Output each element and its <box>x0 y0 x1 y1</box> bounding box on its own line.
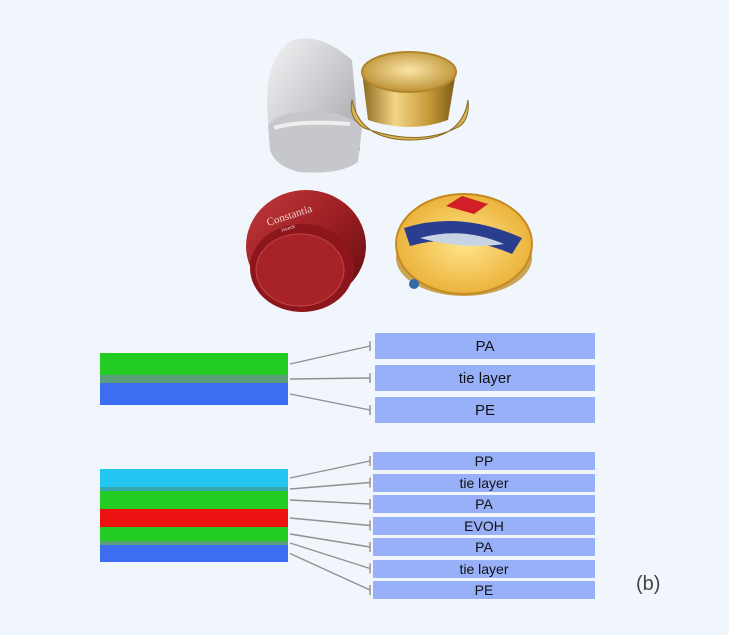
figure-label: (b) <box>636 573 661 595</box>
leader-line <box>289 517 371 527</box>
layer-label: tie layer <box>373 473 595 492</box>
leader-line <box>289 533 371 548</box>
seven-layer-film <box>100 456 371 595</box>
layer-tie-layer <box>100 375 288 383</box>
leader-line <box>289 499 371 505</box>
leader-line <box>289 345 371 365</box>
layer-pa <box>100 353 288 375</box>
leader-line <box>289 460 371 479</box>
leader-line <box>289 377 371 380</box>
layer-label: PA <box>373 495 595 513</box>
capsule-brand-subtext: Hueck <box>281 224 297 234</box>
layer-pe <box>100 545 288 562</box>
layer-label: PE <box>375 397 595 423</box>
leader-line <box>289 542 371 570</box>
leader-line <box>289 552 371 591</box>
leader-line <box>289 481 371 490</box>
layer-label: PP <box>373 452 595 470</box>
leader-line <box>289 393 371 411</box>
layer-pp <box>100 469 288 487</box>
layer-tie-layer <box>100 541 288 545</box>
red-coffee-capsule: Constantia Hueck <box>246 190 366 312</box>
layer-label: PA <box>375 333 595 359</box>
aluminium-foil-tray <box>267 38 362 173</box>
fish-spread-tub <box>395 193 533 296</box>
layer-pa <box>100 527 288 541</box>
layer-label: PA <box>373 538 595 556</box>
layer-label: tie layer <box>375 365 595 391</box>
layer-pe <box>100 383 288 405</box>
layer-evoh <box>100 509 288 527</box>
layer-tie-layer <box>100 487 288 491</box>
three-layer-film <box>100 341 371 415</box>
layer-label: tie layer <box>373 559 595 578</box>
layer-label: EVOH <box>373 516 595 535</box>
gold-aluminium-cup <box>350 51 469 141</box>
layer-label: PE <box>373 581 595 599</box>
layer-pa <box>100 491 288 509</box>
